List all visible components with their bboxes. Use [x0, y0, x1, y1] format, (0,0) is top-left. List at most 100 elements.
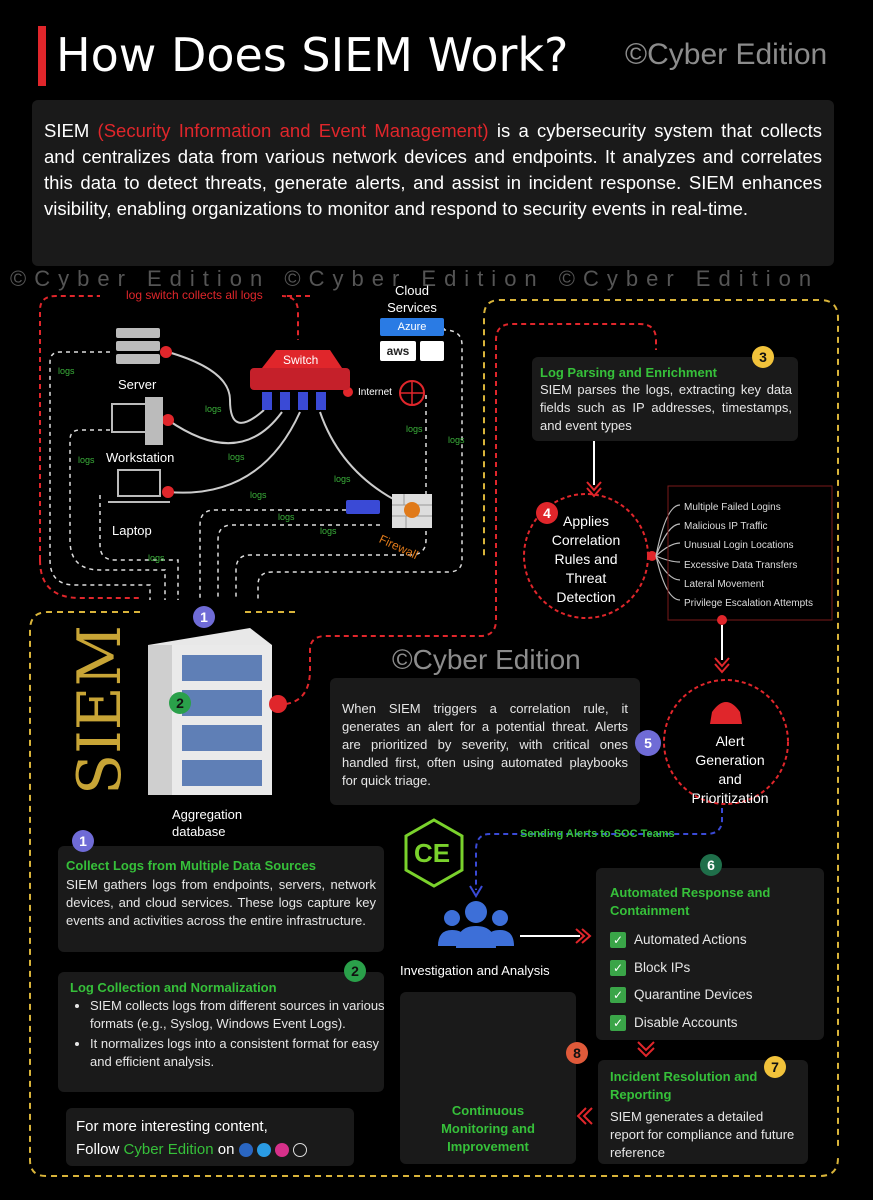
instagram-icon[interactable] — [274, 1143, 289, 1158]
footer-line2: Follow Cyber Edition on — [76, 1141, 308, 1158]
server-label: Server — [118, 377, 157, 392]
logs-label: logs — [78, 455, 95, 465]
step4-marker: 4 — [536, 502, 558, 524]
page-title: How Does SIEM Work? — [56, 28, 569, 82]
switch-label: Switch — [283, 353, 319, 367]
action-label: Block IPs — [634, 959, 691, 975]
step7-marker: 7 — [764, 1056, 786, 1078]
watermark-strip: ©Cyber Edition ©Cyber Edition ©Cyber Edi… — [10, 266, 820, 291]
step3-title: Log Parsing and Enrichment — [540, 365, 717, 380]
header-watermark: ©Cyber Edition — [625, 38, 828, 71]
intro-acronym: (Security Information and Event Manageme… — [97, 120, 489, 141]
logs-label: logs — [58, 366, 75, 376]
logs-label: logs — [228, 452, 245, 462]
logs-label: logs — [250, 490, 267, 500]
rule-item: Unusual Login Locations — [684, 540, 794, 552]
db-label: Aggregation database — [172, 807, 243, 839]
aws-badge: aws — [380, 341, 416, 361]
firewall-icon — [346, 494, 432, 528]
server-icon — [116, 328, 160, 364]
step1-panel: Collect Logs from Multiple Data Sources … — [58, 846, 384, 952]
azure-badge: Azure — [380, 318, 444, 336]
switch-arc — [39, 295, 310, 560]
step2-bullets: SIEM collects logs from different source… — [72, 997, 386, 1073]
check-icon: ✓ — [610, 1014, 626, 1031]
action-item: ✓ Block IPs — [610, 954, 753, 982]
step6-panel: Automated Response and Containment ✓Auto… — [596, 868, 824, 1040]
check-icon: ✓ — [610, 932, 626, 949]
workstation-icon — [111, 397, 163, 445]
action-item: ✓ Quarantine Devices — [610, 981, 753, 1009]
siem-vertical-label: SIEM — [65, 624, 135, 795]
switch-note: log switch collects all logs — [126, 288, 263, 302]
step5-text: When SIEM triggers a correlation rule, i… — [342, 701, 628, 788]
workstation-label: Workstation — [106, 450, 175, 465]
twitter-icon[interactable] — [256, 1143, 271, 1158]
step5-title: Alert Generation and Prioritization — [691, 733, 769, 806]
footer-panel: For more interesting content, Follow Cyb… — [66, 1108, 354, 1166]
logo-text: CE — [414, 838, 451, 868]
logs-label: logs — [148, 553, 165, 563]
step8-title: Continuous Monitoring and Improvement — [441, 1103, 535, 1154]
step4-title: Applies Correlation Rules and Threat Det… — [551, 513, 621, 605]
intro-lead: SIEM — [44, 120, 90, 141]
intro-panel: SIEM (Security Information and Event Man… — [32, 100, 834, 266]
right-frame — [483, 299, 839, 1150]
team-icon — [438, 901, 514, 948]
step6-title: Automated Response and Containment — [610, 885, 771, 918]
step8-marker: 8 — [566, 1042, 588, 1064]
footer-on: on — [217, 1141, 235, 1158]
step1-marker: 1 — [193, 606, 215, 628]
logs-label: logs — [448, 435, 465, 445]
threads-icon[interactable] — [293, 1143, 308, 1158]
step2-panel-marker: 2 — [344, 960, 366, 982]
action-item: ✓Automated Actions — [610, 926, 753, 954]
check-icon: ✓ — [610, 959, 626, 976]
internet-label: Internet — [358, 387, 392, 398]
step2-marker: 2 — [169, 692, 191, 714]
rule-item: Malicious IP Traffic — [684, 521, 768, 533]
rule-item: Privilege Escalation Attempts — [684, 598, 813, 610]
logs-label: logs — [334, 474, 351, 484]
step2-panel: Log Collection and Normalization SIEM co… — [58, 972, 386, 1092]
step1-title: Collect Logs from Multiple Data Sources — [66, 858, 316, 873]
center-watermark: ©Cyber Edition — [392, 644, 581, 675]
gcloud-icon — [420, 341, 444, 361]
check-icon: ✓ — [610, 987, 626, 1004]
logs-label: logs — [320, 526, 337, 536]
rules-list: Multiple Failed Logins Malicious IP Traf… — [684, 498, 813, 613]
step2-bullet: It normalizes logs into a consistent for… — [90, 1035, 386, 1071]
step7-text: SIEM generates a detailed report for com… — [610, 1109, 795, 1160]
step5-panel: When SIEM triggers a correlation rule, i… — [330, 678, 640, 805]
step1-panel-marker: 1 — [72, 830, 94, 852]
action-item: ✓ Disable Accounts — [610, 1009, 753, 1037]
step1-text: SIEM gathers logs from endpoints, server… — [66, 877, 376, 928]
rule-item: Multiple Failed Logins — [684, 502, 781, 513]
switch-device — [250, 350, 350, 410]
action-label: Disable Accounts — [634, 1014, 738, 1030]
title-bar — [38, 26, 46, 86]
step5-marker: 5 — [635, 730, 661, 756]
database-icon — [148, 628, 272, 795]
step6-actions: ✓Automated Actions ✓ Block IPs ✓ Quarantin… — [610, 926, 753, 1036]
linkedin-icon[interactable] — [238, 1143, 253, 1158]
rule-item: Lateral Movement — [684, 578, 765, 590]
step3-marker: 3 — [752, 346, 774, 368]
aws-label: aws — [386, 344, 410, 358]
laptop-icon — [108, 469, 170, 503]
step3-panel: Log Parsing and Enrichment SIEM parses t… — [532, 357, 798, 441]
cloud-label: Cloud Services — [387, 283, 437, 315]
soc-label: Sending Alerts to SOC Teams — [520, 828, 675, 840]
step6-marker: 6 — [700, 854, 722, 876]
logs-label: logs — [205, 404, 222, 414]
footer-brand[interactable]: Cyber Edition — [123, 1141, 214, 1158]
logs-label: logs — [278, 512, 295, 522]
footer-follow: Follow — [76, 1141, 120, 1158]
step7-title: Incident Resolution and Reporting — [610, 1069, 758, 1102]
brand-logo — [404, 818, 464, 888]
action-label: Quarantine Devices — [634, 987, 753, 1002]
step3-text: SIEM parses the logs, extracting key dat… — [540, 382, 792, 433]
intro-text: SIEM (Security Information and Event Man… — [32, 100, 834, 222]
rule-item: Excessive Data Transfers — [684, 559, 798, 571]
